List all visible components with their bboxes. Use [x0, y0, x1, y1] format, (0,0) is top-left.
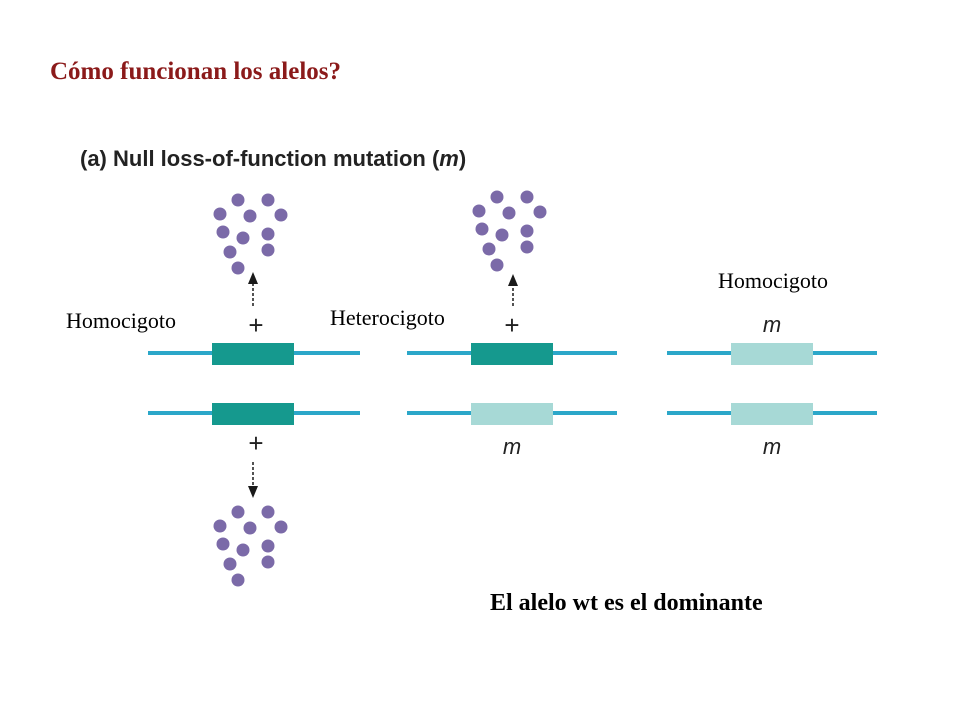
protein-cluster-top-1-dot-8 [261, 227, 275, 241]
protein-cluster-top-2-dot-9 [482, 242, 496, 256]
homozygous-wt-label: Homocigoto [66, 308, 176, 333]
protein-cluster-top-1-dot-10 [261, 243, 275, 257]
protein-cluster-top-1-dot-3 [213, 207, 227, 221]
protein-cluster-top-2-dot-8 [520, 224, 534, 238]
protein-cluster-top-2-dot-4 [502, 206, 516, 220]
protein-cluster-bottom-1-dot-3 [213, 519, 227, 533]
protein-cluster-bottom-1-dot-7 [236, 543, 250, 557]
allele-symbol-m-bottom-2: m [503, 434, 521, 459]
protein-cluster-top-2-dot-2 [520, 190, 534, 204]
allele-symbol-m-bottom-3: m [763, 434, 781, 459]
panel-heading: (a) Null loss-of-function mutation (m) [80, 146, 466, 171]
panel-heading-mutation-symbol: m [439, 146, 459, 171]
arrow-up-2-head [508, 274, 518, 286]
protein-cluster-bottom-1-dot-5 [274, 520, 288, 534]
protein-cluster-top-1-dot-6 [216, 225, 230, 239]
protein-cluster-top-2-dot-7 [495, 228, 509, 242]
protein-cluster-bottom-1-dot-11 [231, 573, 245, 587]
protein-cluster-bottom-1-dot-1 [231, 505, 245, 519]
protein-cluster-bottom-1-dot-2 [261, 505, 275, 519]
panel-heading-suffix: ) [459, 146, 466, 171]
wild-type-gene-1 [212, 343, 294, 365]
heterozygous-label: Heterocigoto [330, 305, 445, 330]
dominance-caption: El alelo wt es el dominante [490, 590, 763, 616]
protein-cluster-top-1-dot-7 [236, 231, 250, 245]
protein-cluster-bottom-1-dot-9 [223, 557, 237, 571]
protein-cluster-top-1-dot-4 [243, 209, 257, 223]
arrow-down-1-head [248, 486, 258, 498]
slide-title: Cómo funcionan los alelos? [50, 58, 342, 85]
protein-clusters [213, 190, 547, 587]
protein-cluster-top-2-dot-1 [490, 190, 504, 204]
arrow-up-1-head [248, 272, 258, 284]
allele-symbol-wt-top-2: + [504, 310, 519, 340]
protein-cluster-bottom-1-dot-10 [261, 555, 275, 569]
protein-cluster-bottom-1-dot-6 [216, 537, 230, 551]
protein-cluster-top-2-dot-10 [520, 240, 534, 254]
wild-type-gene-3 [471, 343, 553, 365]
allele-symbol-wt-top-1: + [248, 310, 263, 340]
mutant-gene-4 [471, 403, 553, 425]
panel-heading-prefix: (a) Null loss-of-function mutation ( [80, 146, 440, 171]
protein-cluster-top-1-dot-11 [231, 261, 245, 275]
allele-symbol-m-top-3: m [763, 312, 781, 337]
protein-cluster-bottom-1-dot-4 [243, 521, 257, 535]
protein-cluster-top-1-dot-9 [223, 245, 237, 259]
protein-cluster-top-1-dot-1 [231, 193, 245, 207]
protein-cluster-top-2-dot-5 [533, 205, 547, 219]
protein-cluster-top-2-dot-11 [490, 258, 504, 272]
mutant-gene-6 [731, 403, 813, 425]
protein-cluster-top-2-dot-3 [472, 204, 486, 218]
homozygous-mutant-label: Homocigoto [718, 268, 828, 293]
protein-cluster-top-1-dot-2 [261, 193, 275, 207]
mutant-gene-5 [731, 343, 813, 365]
gene-blocks [212, 343, 813, 425]
protein-cluster-bottom-1-dot-8 [261, 539, 275, 553]
protein-cluster-top-2-dot-6 [475, 222, 489, 236]
allele-symbol-wt-bottom-1: + [248, 428, 263, 458]
wild-type-gene-2 [212, 403, 294, 425]
protein-cluster-top-1-dot-5 [274, 208, 288, 222]
expression-arrows [248, 272, 518, 498]
